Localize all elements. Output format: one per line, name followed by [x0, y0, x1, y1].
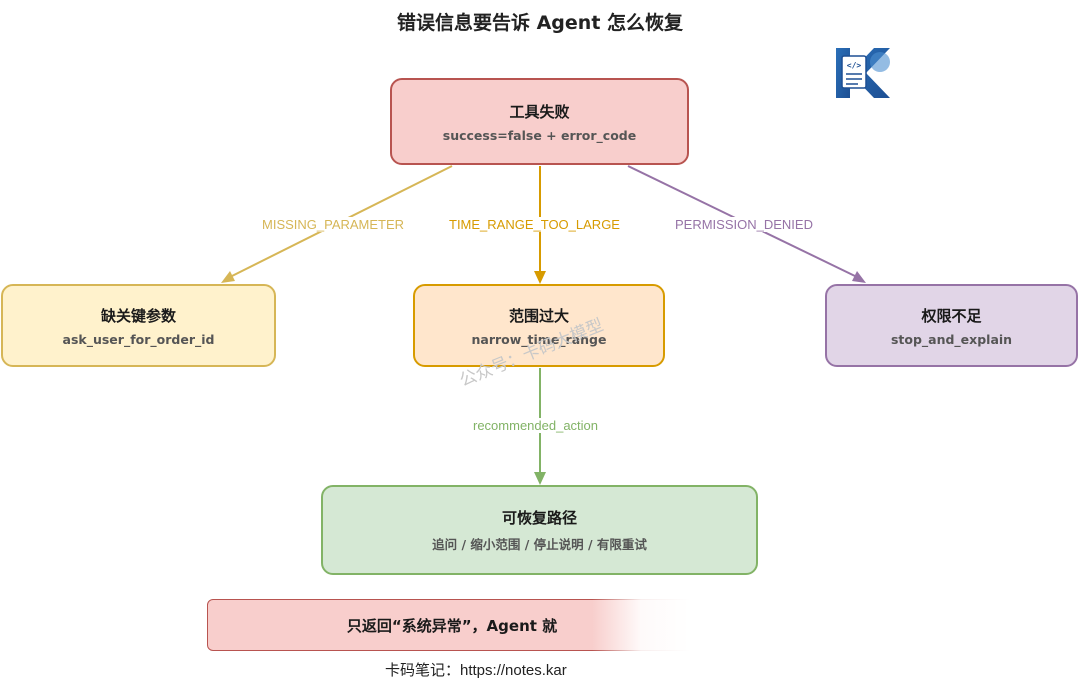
node-range-too-large: 范围过大 narrow_time_range	[413, 284, 665, 367]
arrowhead-perm	[852, 271, 866, 283]
edge-label-time-range-too-large: TIME_RANGE_TOO_LARGE	[447, 217, 622, 232]
edge-label-missing-parameter: MISSING_PARAMETER	[260, 217, 407, 232]
node-system-error-note: 只返回“系统异常”，Agent 就	[207, 599, 697, 651]
edge-label-permission-denied: PERMISSION_DENIED	[673, 217, 815, 232]
diagram-title: 错误信息要告诉 Agent 怎么恢复	[396, 12, 684, 34]
node-subtitle: 追问 / 缩小范围 / 停止说明 / 有限重试	[432, 537, 647, 552]
node-title: 工具失败	[509, 102, 570, 121]
node-title: 缺关键参数	[100, 306, 176, 325]
edge-label-recommended-action: recommended_action	[471, 418, 601, 433]
node-tool-failure: 工具失败 success=false + error_code	[390, 78, 689, 165]
footer-link-text: 卡码笔记：https://notes.kar	[385, 662, 567, 679]
node-subtitle: success=false + error_code	[442, 127, 637, 143]
logo-letters: </>	[847, 61, 862, 70]
node-subtitle: narrow_time_range	[471, 331, 607, 347]
node-title: 范围过大	[508, 306, 569, 325]
node-missing-params: 缺关键参数 ask_user_for_order_id	[1, 284, 276, 367]
node-recoverable-path: 可恢复路径 追问 / 缩小范围 / 停止说明 / 有限重试	[321, 485, 758, 575]
node-subtitle: ask_user_for_order_id	[62, 331, 215, 347]
kama-logo-icon: </>	[836, 48, 890, 98]
arrowhead-time	[534, 271, 546, 284]
node-title: 权限不足	[921, 306, 982, 325]
node-title: 可恢复路径	[501, 509, 577, 527]
arrowhead-recommended	[534, 472, 546, 485]
arrowhead-missing	[221, 271, 235, 283]
node-insufficient-permission: 权限不足 stop_and_explain	[825, 284, 1078, 367]
node-subtitle: stop_and_explain	[890, 331, 1013, 347]
